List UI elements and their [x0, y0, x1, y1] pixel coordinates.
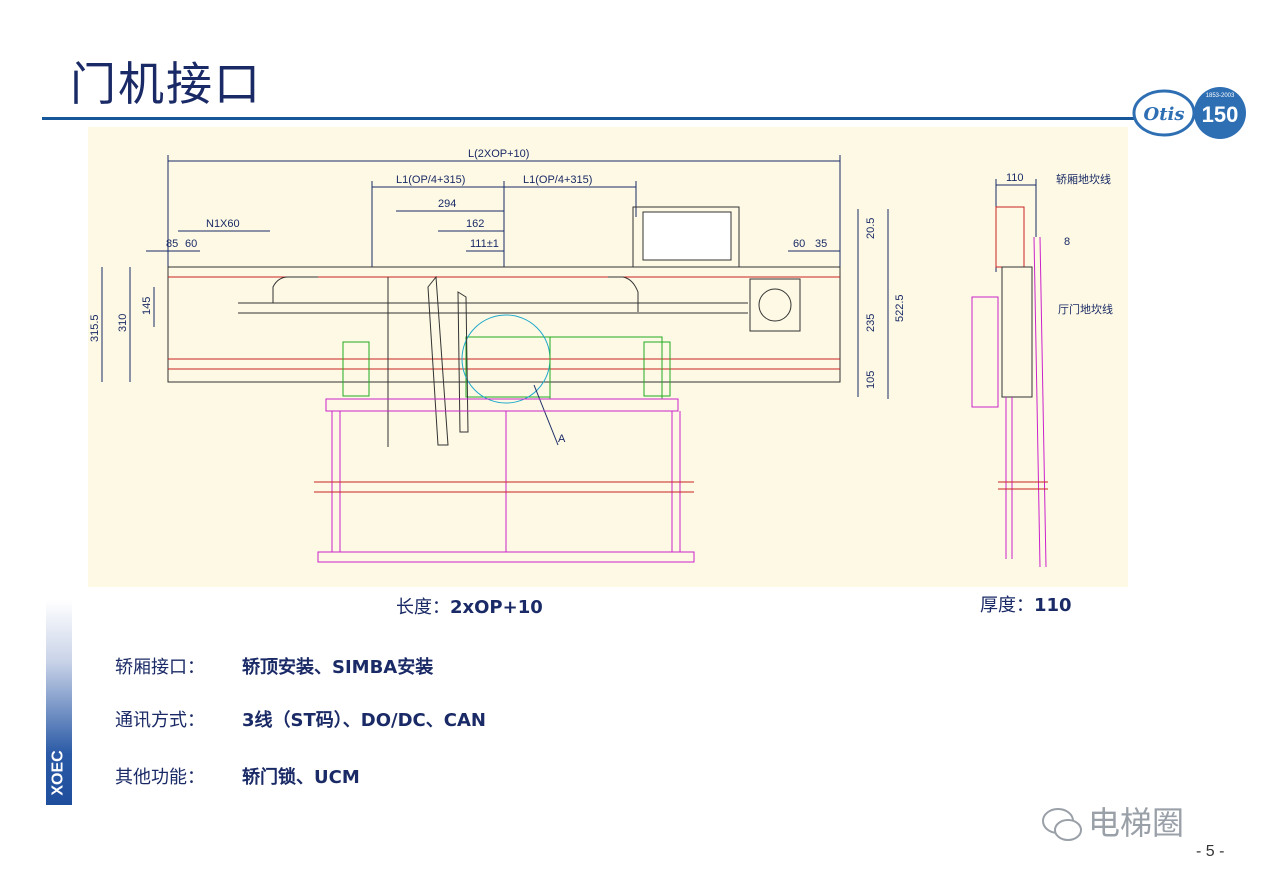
- dim-60: 60: [185, 238, 197, 250]
- title-divider: [42, 117, 1152, 120]
- dim-right-half: L1(OP/4+315): [523, 174, 592, 186]
- spec-value: 3线（ST码）、DO/DC、CAN: [242, 710, 486, 731]
- dim-overall: L(2XOP+10): [468, 148, 529, 160]
- length-caption: 长度：2xOP+10: [396, 593, 543, 619]
- page-number: - 5 -: [1196, 843, 1225, 860]
- dim-105: 105: [865, 371, 877, 389]
- side-view: 110 8 轿厢地坎线 厅门地坎线: [971, 172, 1113, 568]
- side-dim-110: 110: [1006, 172, 1024, 184]
- dim-left-half: L1(OP/4+315): [396, 174, 465, 186]
- logo-years: 1853-2003: [1206, 93, 1235, 99]
- spec-row-communication: 通讯方式： 3线（ST码）、DO/DC、CAN: [115, 706, 486, 732]
- spec-row-car-interface: 轿厢接口： 轿顶安装、SIMBA安装: [115, 653, 433, 679]
- thickness-label: 厚度：: [980, 595, 1034, 616]
- logo-brand-text: Otis: [1144, 104, 1185, 125]
- sidebar-label: XOEC: [46, 740, 72, 805]
- dim-n60: N1X60: [206, 218, 240, 230]
- spec-value: 轿门锁、UCM: [242, 767, 360, 788]
- front-view: L(2XOP+10) L1(OP/4+315) L1(OP/4+315) 294…: [89, 148, 906, 563]
- dim-310: 310: [117, 314, 129, 332]
- left-sidebar-band: [46, 600, 72, 805]
- dim-20-5: 20.5: [865, 218, 877, 239]
- dim-522-5: 522.5: [894, 294, 906, 322]
- spec-label: 通讯方式：: [115, 710, 205, 731]
- length-value: 2xOP+10: [450, 597, 543, 618]
- side-note-mid: 厅门地坎线: [1058, 302, 1113, 316]
- length-label: 长度：: [396, 597, 450, 618]
- dim-162: 162: [466, 218, 484, 230]
- thickness-value: 110: [1034, 595, 1072, 616]
- watermark-text: 电梯圈: [1088, 804, 1185, 842]
- side-dim-8: 8: [1064, 236, 1070, 248]
- dim-85: 85: [166, 238, 178, 250]
- spec-label: 轿厢接口：: [115, 657, 205, 678]
- door-operator-drawing: L(2XOP+10) L1(OP/4+315) L1(OP/4+315) 294…: [88, 127, 1128, 587]
- dim-60-right: 60: [793, 238, 805, 250]
- sidebar-text: XOEC: [50, 749, 67, 796]
- dim-111: 111±1: [470, 238, 499, 250]
- wechat-icon: [1042, 808, 1082, 841]
- dim-145: 145: [141, 297, 153, 315]
- dim-315-5: 315.5: [89, 314, 101, 342]
- logo-number: 150: [1202, 102, 1239, 127]
- label-a: A: [558, 433, 566, 445]
- spec-label: 其他功能：: [115, 767, 205, 788]
- dim-294: 294: [438, 198, 456, 210]
- spec-row-other-functions: 其他功能： 轿门锁、UCM: [115, 763, 360, 789]
- dim-235: 235: [865, 314, 877, 332]
- dim-35: 35: [815, 238, 827, 250]
- side-note-top: 轿厢地坎线: [1056, 172, 1111, 186]
- slide-title: 门机接口: [70, 57, 262, 111]
- thickness-caption: 厚度：110: [980, 591, 1072, 617]
- spec-value: 轿顶安装、SIMBA安装: [242, 657, 434, 678]
- otis-150-logo: Otis 150 1853-2003: [1132, 87, 1246, 139]
